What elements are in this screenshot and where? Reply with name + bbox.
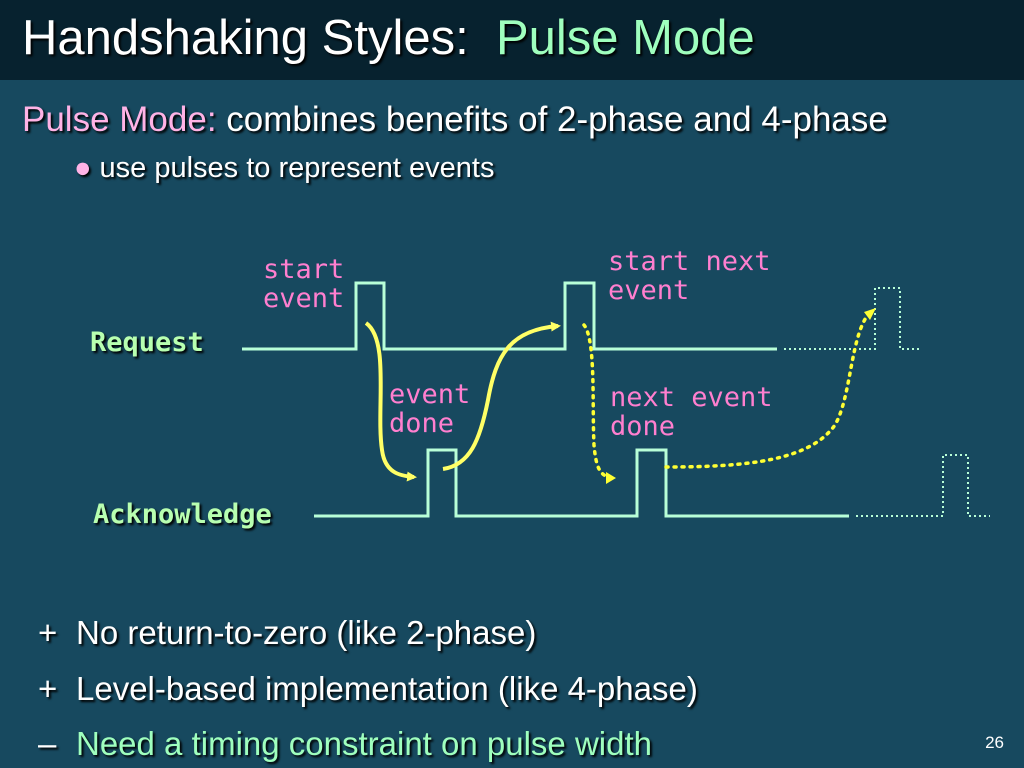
arrow-dotted-ack-to-request-head <box>864 308 876 320</box>
subheading: Pulse Mode: combines benefits of 2-phase… <box>22 100 888 140</box>
bullet-text: use pulses to represent events <box>99 152 495 184</box>
title-bar <box>0 0 1024 80</box>
plus-icon: + <box>38 670 58 707</box>
arrow-request-to-ack <box>364 321 417 482</box>
request-waveform-continuation <box>784 287 920 350</box>
annotation-start-event: start event <box>263 254 345 314</box>
request-label: Request <box>90 327 204 358</box>
acknowledge-waveform-continuation <box>856 454 990 517</box>
arrow-ack-to-request <box>442 321 561 471</box>
slide-title: Handshaking Styles: Pulse Mode <box>22 10 755 66</box>
title-accent: Pulse Mode <box>495 11 755 65</box>
arrow-dotted-request-to-ack <box>582 323 614 480</box>
point-timing-constraint: –Need a timing constraint on pulse width <box>38 725 652 762</box>
point-no-return-to-zero: +No return-to-zero (like 2-phase) <box>38 614 537 651</box>
subhead-text: combines benefits of 2-phase and 4-phase <box>226 100 888 139</box>
arrow-dotted-ack-to-request <box>664 310 872 469</box>
minus-icon: – <box>38 725 57 762</box>
plus-icon: + <box>38 614 58 651</box>
annotation-next-event-done: next event done <box>610 382 773 442</box>
point-level-based: +Level-based implementation (like 4-phas… <box>38 670 698 707</box>
bullet-item: ●use pulses to represent events <box>74 152 495 185</box>
acknowledge-label: Acknowledge <box>93 499 272 530</box>
title-main: Handshaking Styles: <box>22 11 469 65</box>
acknowledge-waveform <box>314 448 849 518</box>
annotation-start-next-event: start next event <box>608 246 771 306</box>
bullet-dot-icon: ● <box>74 152 92 184</box>
page-number: 26 <box>985 733 1004 752</box>
arrow-dotted-request-to-ack-head <box>606 472 616 484</box>
subhead-term: Pulse Mode: <box>22 100 217 139</box>
request-waveform <box>242 281 777 351</box>
annotation-event-done: event done <box>389 379 471 439</box>
